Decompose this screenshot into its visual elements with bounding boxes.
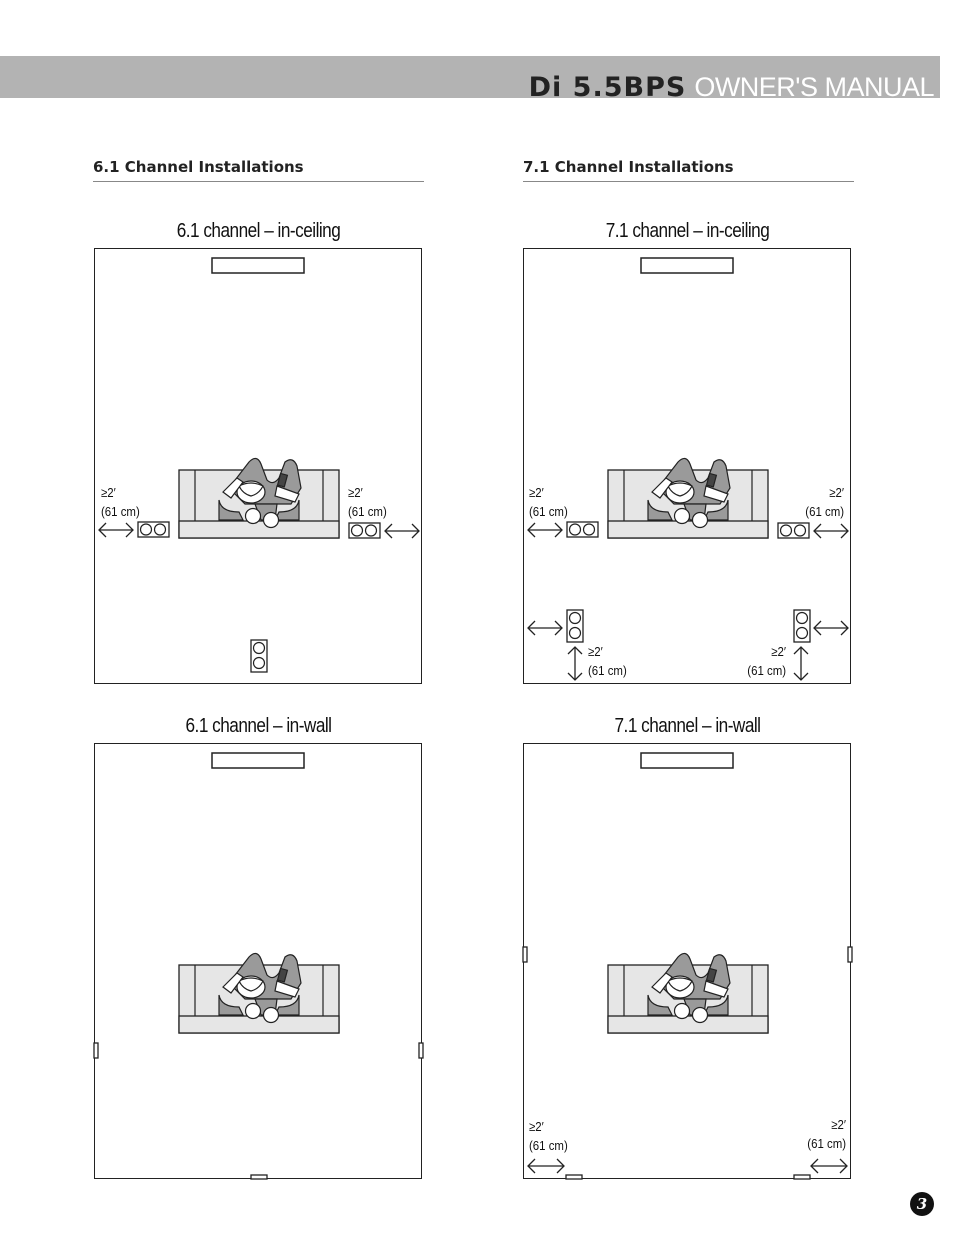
- double-arrow-icon: [813, 620, 849, 636]
- distance-label: ≥2′ (61 cm): [529, 1117, 568, 1155]
- double-arrow-icon: [527, 522, 563, 538]
- distance-label: ≥2′ (61 cm): [807, 1115, 846, 1153]
- distance-label: ≥2′ (61 cm): [805, 483, 844, 521]
- left-surround-speaker-icon: [566, 521, 599, 538]
- center-speaker-icon: [211, 752, 305, 769]
- distance-value: ≥2′: [588, 644, 603, 659]
- model-name: Di 5.5BPS: [528, 72, 687, 103]
- sofa-with-listeners-icon: [607, 457, 769, 539]
- right-wall-speaker-icon: [418, 1042, 424, 1059]
- section-heading-6-1: 6.1 Channel Installations: [93, 158, 424, 182]
- vertical-double-arrow-icon: [793, 646, 809, 681]
- distance-label: ≥2′ (61 cm): [101, 483, 140, 521]
- distance-value: ≥2′: [529, 1119, 544, 1134]
- right-surround-speaker-icon: [777, 522, 810, 539]
- left-surround-speaker-icon: [137, 521, 170, 538]
- double-arrow-icon: [98, 522, 134, 538]
- right-surround-speaker-icon: [348, 522, 381, 539]
- diagram-title-7-1-ceiling: 7.1 channel – in-ceiling: [605, 220, 770, 242]
- distance-metric: (61 cm): [747, 663, 786, 678]
- back-wall-speaker-icon: [250, 1174, 268, 1180]
- room-7-1-ceiling: ≥2′ (61 cm) ≥2′ (61 cm) ≥2′ (61 cm) ≥2′ (61 …: [523, 248, 851, 684]
- sofa-with-listeners-icon: [178, 457, 340, 539]
- vertical-double-arrow-icon: [567, 646, 583, 681]
- distance-value: ≥2′: [831, 1117, 846, 1132]
- distance-metric: (61 cm): [529, 504, 568, 519]
- back-center-speaker-icon: [250, 639, 268, 673]
- distance-label: ≥2′ (61 cm): [348, 483, 387, 521]
- diagram-7-1-wall: [522, 752, 853, 1180]
- distance-metric: (61 cm): [348, 504, 387, 519]
- distance-metric: (61 cm): [805, 504, 844, 519]
- distance-value: ≥2′: [101, 485, 116, 500]
- double-arrow-icon: [527, 1158, 565, 1174]
- room-6-1-wall: [93, 743, 424, 1180]
- sofa-with-listeners-icon: [607, 952, 769, 1034]
- diagram-title-7-1-wall: 7.1 channel – in-wall: [614, 715, 761, 737]
- diagram-6-1-ceiling: [98, 257, 420, 673]
- manual-label: OWNER'S MANUAL: [694, 72, 934, 102]
- center-speaker-icon: [211, 257, 305, 274]
- left-wall-speaker-icon: [93, 1042, 99, 1059]
- diagram-7-1-ceiling: [527, 257, 849, 681]
- distance-label: ≥2′ (61 cm): [588, 642, 627, 680]
- rear-left-speaker-icon: [566, 609, 584, 643]
- distance-value: ≥2′: [829, 485, 844, 500]
- double-arrow-icon: [527, 620, 563, 636]
- rear-right-speaker-icon: [793, 609, 811, 643]
- diagram-title-6-1-wall: 6.1 channel – in-wall: [185, 715, 332, 737]
- distance-metric: (61 cm): [101, 504, 140, 519]
- distance-metric: (61 cm): [807, 1136, 846, 1151]
- distance-value: ≥2′: [529, 485, 544, 500]
- double-arrow-icon: [813, 523, 849, 539]
- rear-left-wall-speaker-icon: [565, 1174, 583, 1180]
- double-arrow-icon: [810, 1158, 848, 1174]
- right-wall-speaker-icon: [847, 946, 853, 963]
- distance-metric: (61 cm): [529, 1138, 568, 1153]
- distance-value: ≥2′: [771, 644, 786, 659]
- diagram-title-6-1-ceiling: 6.1 channel – in-ceiling: [176, 220, 341, 242]
- distance-label: ≥2′ (61 cm): [529, 483, 568, 521]
- rear-right-wall-speaker-icon: [793, 1174, 811, 1180]
- center-speaker-icon: [640, 752, 734, 769]
- section-heading-7-1: 7.1 Channel Installations: [523, 158, 854, 182]
- diagram-6-1-wall: [93, 752, 424, 1180]
- distance-label: ≥2′ (61 cm): [747, 642, 786, 680]
- distance-value: ≥2′: [348, 485, 363, 500]
- page-number: 3: [910, 1192, 934, 1216]
- distance-metric: (61 cm): [588, 663, 627, 678]
- sofa-with-listeners-icon: [178, 952, 340, 1034]
- room-7-1-wall: ≥2′ (61 cm) ≥2′ (61 cm): [522, 743, 853, 1180]
- center-speaker-icon: [640, 257, 734, 274]
- room-6-1-ceiling: ≥2′ (61 cm) ≥2′ (61 cm): [94, 248, 422, 684]
- header-bar: [0, 56, 940, 98]
- left-wall-speaker-icon: [522, 946, 528, 963]
- double-arrow-icon: [384, 523, 420, 539]
